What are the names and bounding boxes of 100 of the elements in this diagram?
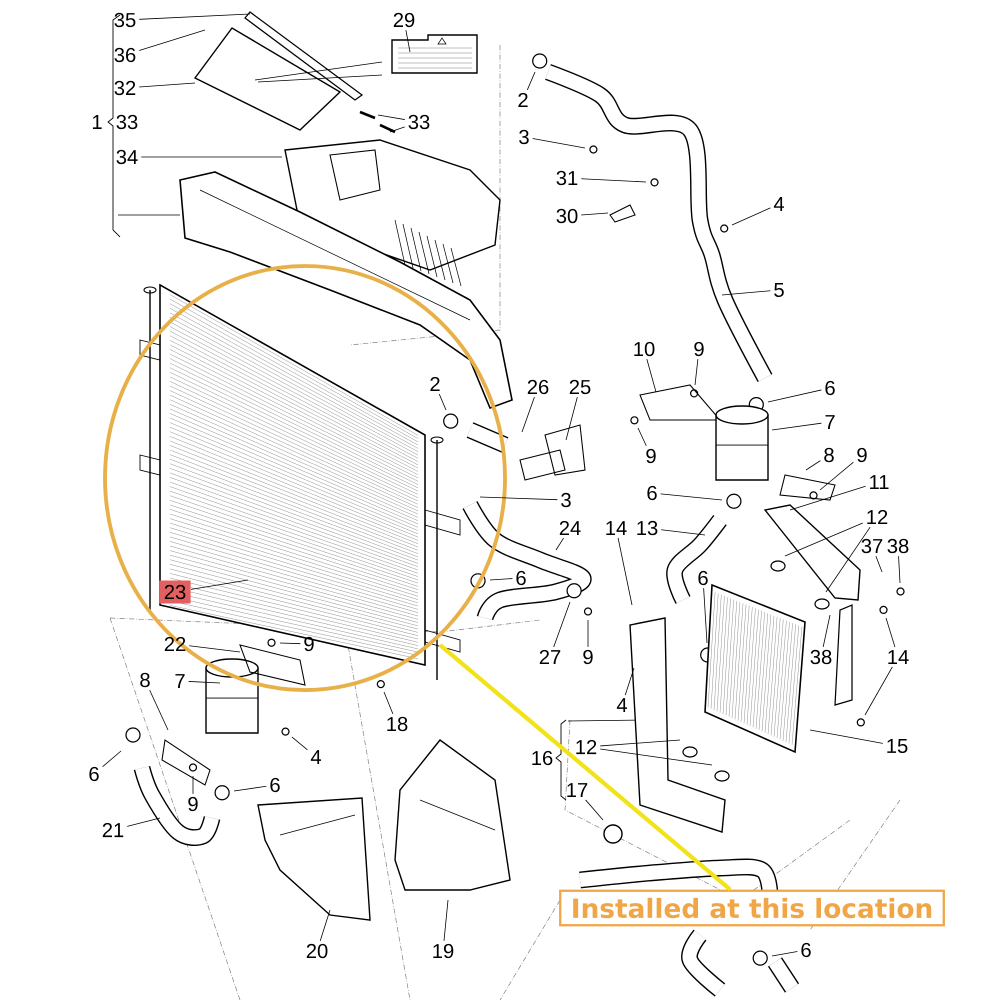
callout-number: 20: [306, 944, 328, 958]
callout-number: 35: [114, 12, 136, 28]
callout-number: 38: [810, 650, 832, 664]
callout-number: 34: [116, 150, 138, 164]
callout-number: 17: [567, 783, 588, 797]
callout-number: 2: [430, 376, 440, 392]
callout-number: 6: [647, 486, 657, 500]
leader-line: [126, 818, 160, 827]
leader-line: [406, 30, 410, 52]
leader-line: [732, 207, 771, 226]
leader-line: [864, 666, 893, 716]
leader-line: [320, 910, 330, 942]
callout-number: 38: [888, 538, 908, 554]
leader-line: [102, 750, 122, 768]
leader-line: [790, 486, 866, 510]
leader-line: [600, 740, 680, 746]
leader-line: [580, 178, 646, 182]
callout-number: 12: [867, 510, 888, 524]
leader-line: [646, 358, 656, 392]
leader-line: [660, 529, 706, 536]
leader-line: [522, 396, 535, 432]
callout-number: 27: [540, 650, 560, 664]
leader-line: [444, 900, 448, 942]
leader-line: [526, 72, 536, 90]
leader-line: [580, 212, 608, 216]
leader-line: [138, 14, 250, 20]
callout-number: 8: [140, 672, 150, 688]
leader-line: [188, 681, 220, 684]
callout-number: 31: [556, 170, 578, 186]
callout-number: 37: [862, 538, 882, 554]
leader-line: [703, 588, 708, 644]
callout-number: 14: [888, 650, 909, 664]
leader-line: [898, 556, 900, 584]
callout-number: 9: [188, 796, 198, 812]
callout-number: 14: [606, 521, 627, 535]
leader-line: [600, 748, 712, 766]
leader-line: [810, 730, 884, 744]
leader-line: [188, 645, 240, 652]
callout-number: 9: [857, 448, 867, 462]
leader-line: [638, 428, 647, 446]
leader-line: [784, 522, 864, 556]
leader-line: [886, 618, 896, 648]
callout-number: 6: [270, 778, 280, 792]
leader-line: [722, 290, 771, 296]
leader-line: [694, 358, 698, 386]
callout-number: 15: [887, 738, 908, 754]
leader-line: [192, 776, 194, 794]
callout-number: 33: [116, 114, 138, 130]
callout-box: Installed at this location: [559, 890, 945, 926]
leader-line: [480, 496, 558, 500]
leader-line: [190, 580, 248, 590]
callout-number: 36: [114, 48, 136, 62]
leader-line: [378, 114, 406, 120]
callout-number: 24: [560, 520, 581, 536]
callout-number: 4: [774, 197, 784, 211]
callout-number: 26: [528, 380, 548, 394]
callout-number: 29: [394, 12, 414, 28]
callout-number: 9: [646, 448, 656, 464]
callout-number: 21: [102, 822, 124, 838]
leader-line: [553, 602, 570, 648]
leader-line: [390, 126, 406, 132]
leader-line: [138, 82, 196, 88]
callout-number: 9: [694, 342, 704, 356]
callout-number: 18: [387, 716, 408, 732]
callout-number: 12: [576, 740, 596, 754]
callout-number: 1: [92, 115, 102, 129]
leader-line: [532, 138, 586, 148]
callout-number: 33: [408, 114, 430, 130]
callout-number: 3: [519, 130, 529, 144]
callout-number: 30: [556, 208, 578, 224]
callout-number: 11: [870, 475, 889, 489]
leader-line: [585, 800, 604, 820]
leader-line: [624, 668, 634, 696]
leader-line: [140, 156, 282, 158]
callout-number: 6: [825, 380, 835, 396]
callout-number: 6: [89, 766, 99, 782]
leader-line: [660, 493, 722, 500]
callout-number: 10: [634, 342, 654, 356]
callout-number: 7: [825, 415, 835, 429]
callout-number: 25: [570, 380, 590, 394]
leader-line: [820, 462, 854, 490]
leader-line: [772, 422, 822, 430]
leader-line: [566, 396, 578, 440]
leader-line: [618, 538, 632, 606]
callout-number: 5: [774, 282, 784, 298]
leader-line: [826, 526, 871, 592]
callout-number: 6: [698, 570, 708, 586]
callout-number: 4: [616, 698, 628, 712]
leader-line: [234, 786, 267, 792]
leader-line: [822, 614, 830, 648]
callout-number: 6: [516, 570, 526, 586]
leader-line: [806, 460, 821, 470]
leader-line: [556, 538, 564, 550]
leader-line: [438, 643, 732, 892]
leader-line: [384, 692, 394, 714]
callout-number: 3: [561, 492, 571, 508]
callout-number: 7: [175, 674, 185, 688]
leader-line: [292, 736, 308, 750]
callout-number: 23: [159, 580, 191, 604]
callout-number: 32: [114, 80, 136, 96]
